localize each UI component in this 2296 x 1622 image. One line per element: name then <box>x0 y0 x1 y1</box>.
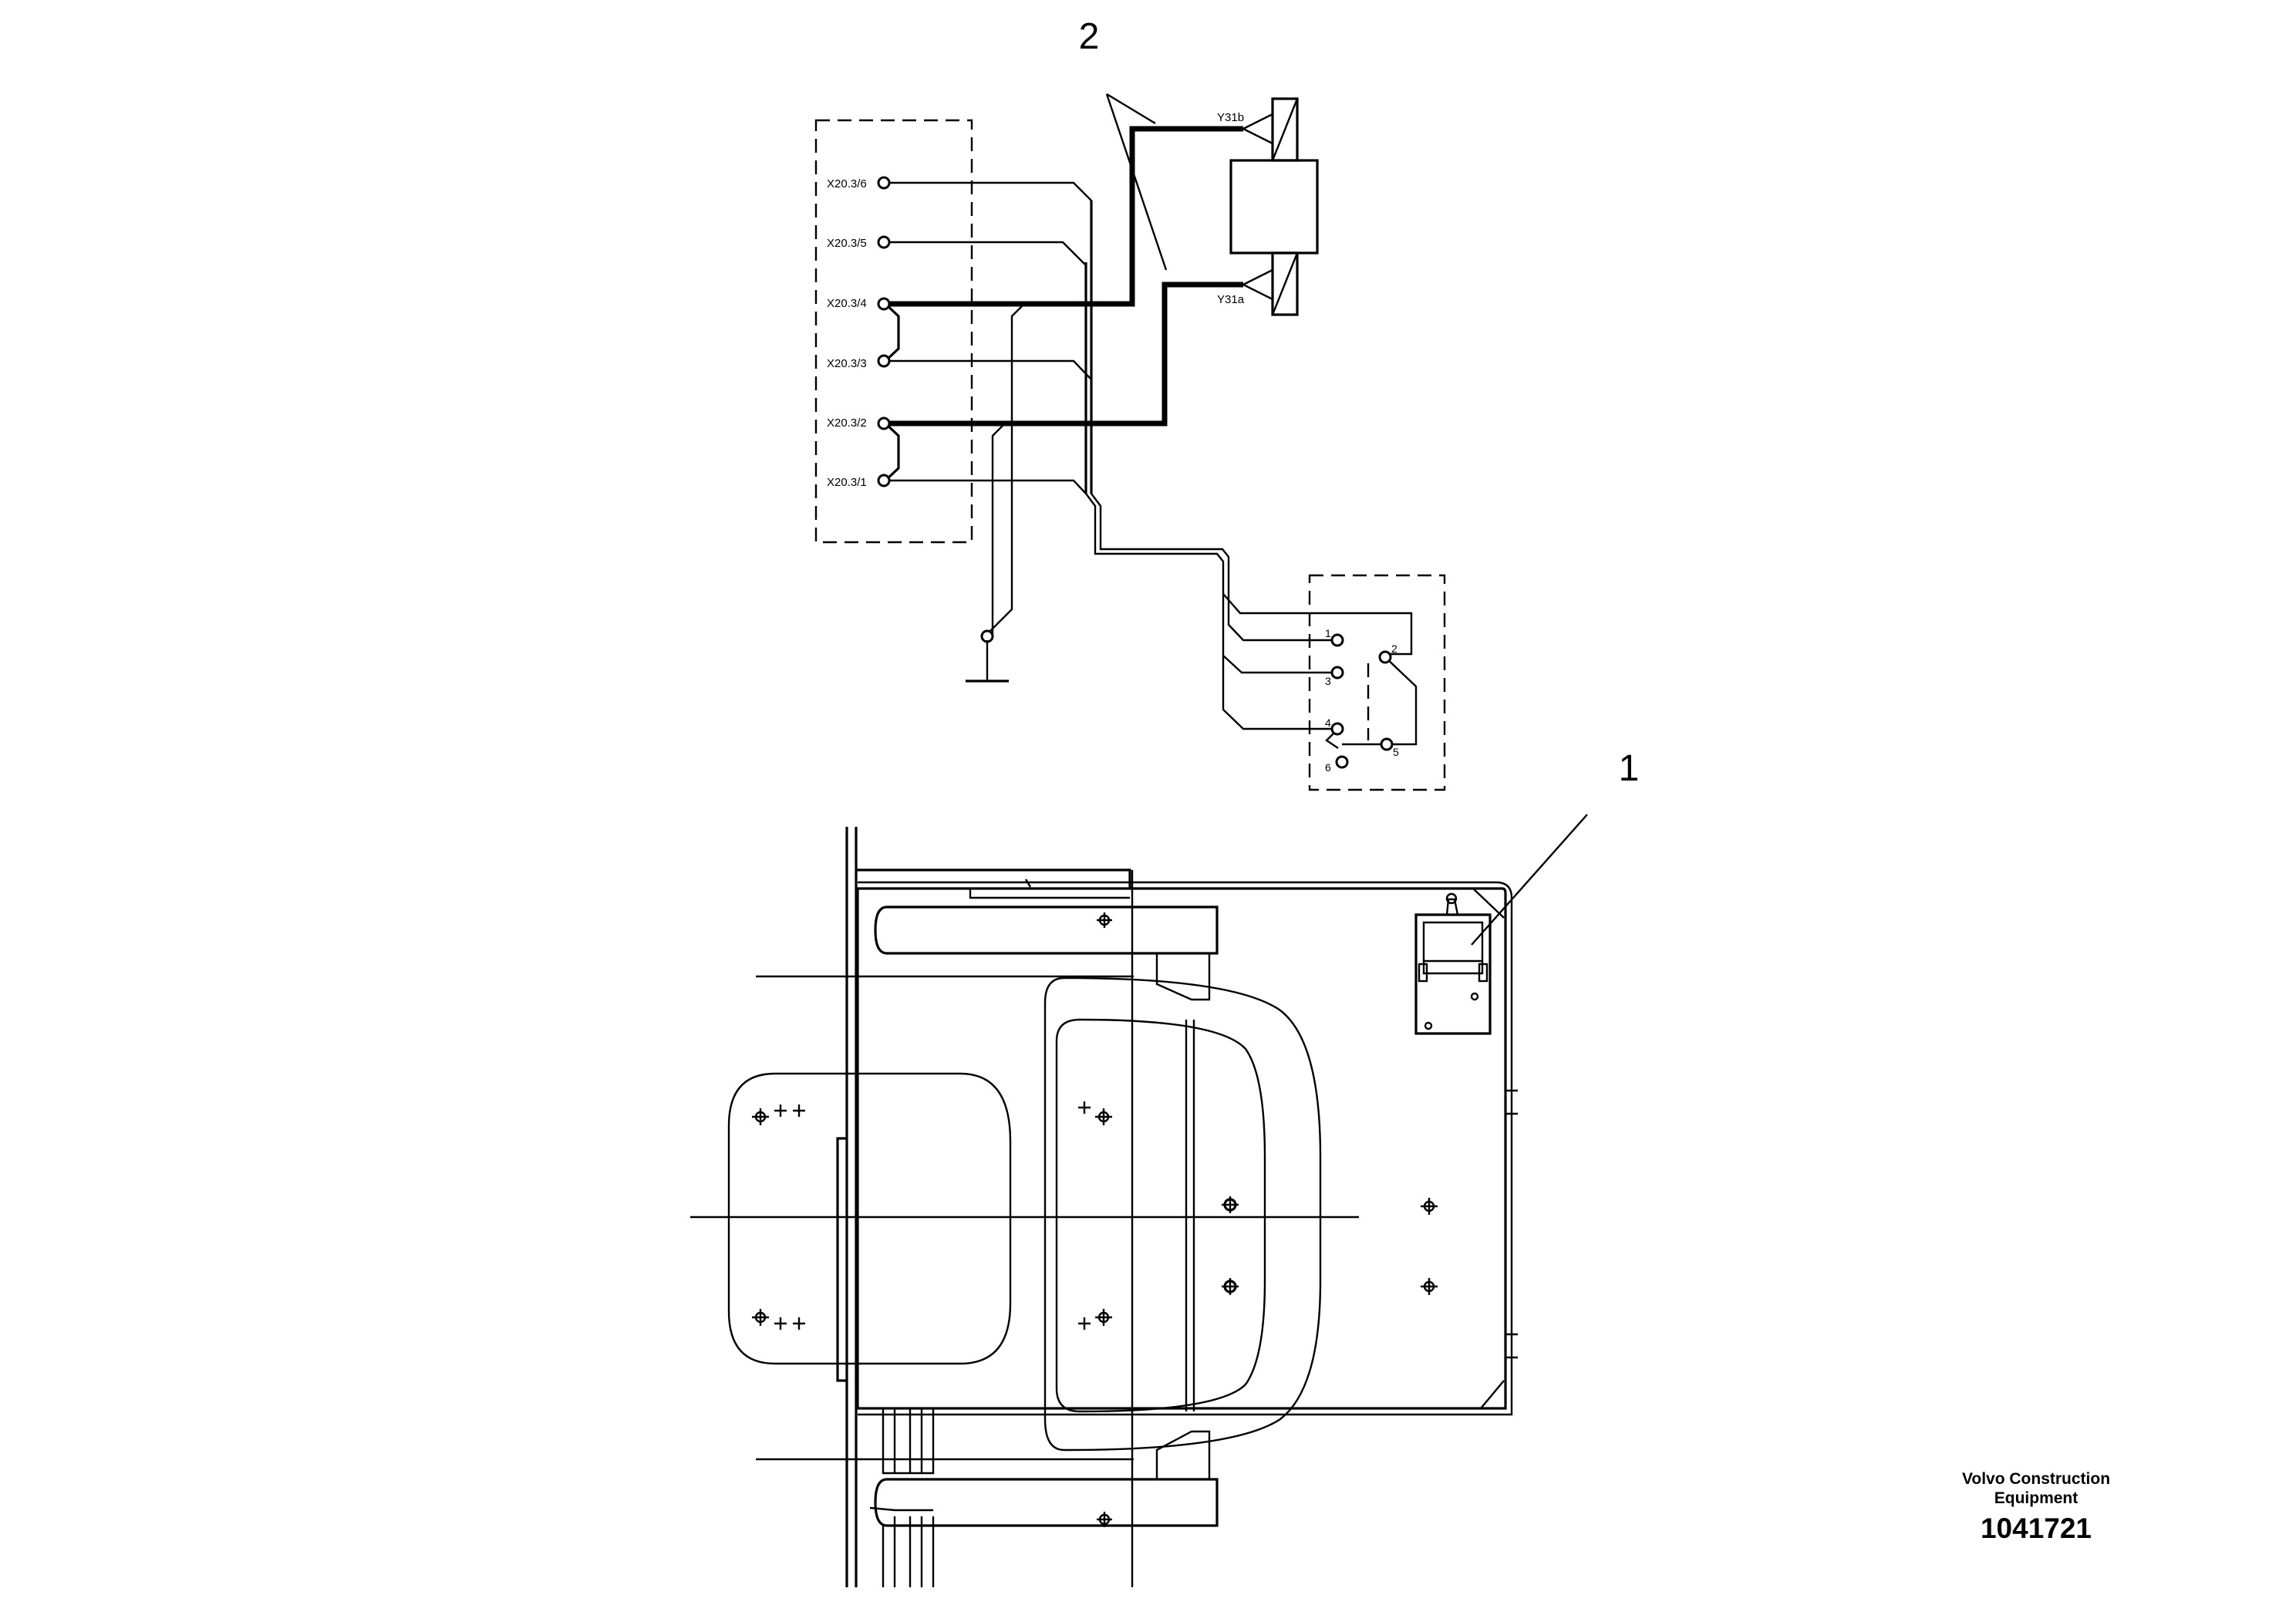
brand-line-2: Equipment <box>1994 1489 2079 1507</box>
jumper-pin4-pin3 <box>884 302 900 363</box>
switch-pin-6-label: 6 <box>1325 761 1331 774</box>
switch-pin-2-label: 2 <box>1391 642 1397 655</box>
switch-pin-3-label: 3 <box>1325 675 1331 687</box>
ground-wires <box>884 302 1027 683</box>
callout-2: 2 <box>1079 16 1100 57</box>
solenoid-valve-y31 <box>1229 97 1319 316</box>
switch-frame <box>1308 574 1446 791</box>
valve-y31a-label: Y31a <box>1217 293 1245 306</box>
x20-pin-2-label: X20.3/2 <box>827 416 867 430</box>
x20-pin-1-label: X20.3/1 <box>827 476 867 489</box>
x20-pin-6-label: X20.3/6 <box>827 177 867 191</box>
x20-terminals <box>877 176 891 487</box>
jumper-pin2-pin1 <box>884 422 900 482</box>
callout-2-leaders <box>1105 93 1168 271</box>
x20-pin-5-label: X20.3/5 <box>827 237 867 250</box>
cab-floor-plan-view <box>690 827 1518 1587</box>
switch-unit <box>1414 892 1492 1035</box>
switch-terminals <box>1330 633 1394 769</box>
switch-wires <box>1222 593 1418 749</box>
switch-pin-5-label: 5 <box>1393 746 1399 758</box>
valve-y31b-label: Y31b <box>1217 111 1244 124</box>
publisher-footer: Volvo Construction Equipment 1041721 <box>1913 1469 2159 1545</box>
switch-pin-labels: 1 2 3 4 5 6 <box>1325 627 1399 774</box>
solenoid-thick-wires <box>884 126 1243 427</box>
x20-pin-4-label: X20.3/4 <box>827 297 867 310</box>
x20-pin-3-label: X20.3/3 <box>827 357 867 370</box>
callout-1: 1 <box>1619 748 1640 789</box>
switch-pin-1-label: 1 <box>1325 627 1331 639</box>
drawing-number: 1041721 <box>1980 1512 2092 1544</box>
x20-pin-labels: X20.3/6 X20.3/5 X20.3/4 X20.3/3 X20.3/2 … <box>827 177 867 489</box>
x20-thin-wires <box>884 181 1230 594</box>
mounting-holes <box>752 912 1438 1527</box>
switch-pin-4-label: 4 <box>1325 717 1331 729</box>
x20-connector-frame <box>814 119 973 544</box>
brand-line-1: Volvo Construction <box>1961 1470 2111 1488</box>
